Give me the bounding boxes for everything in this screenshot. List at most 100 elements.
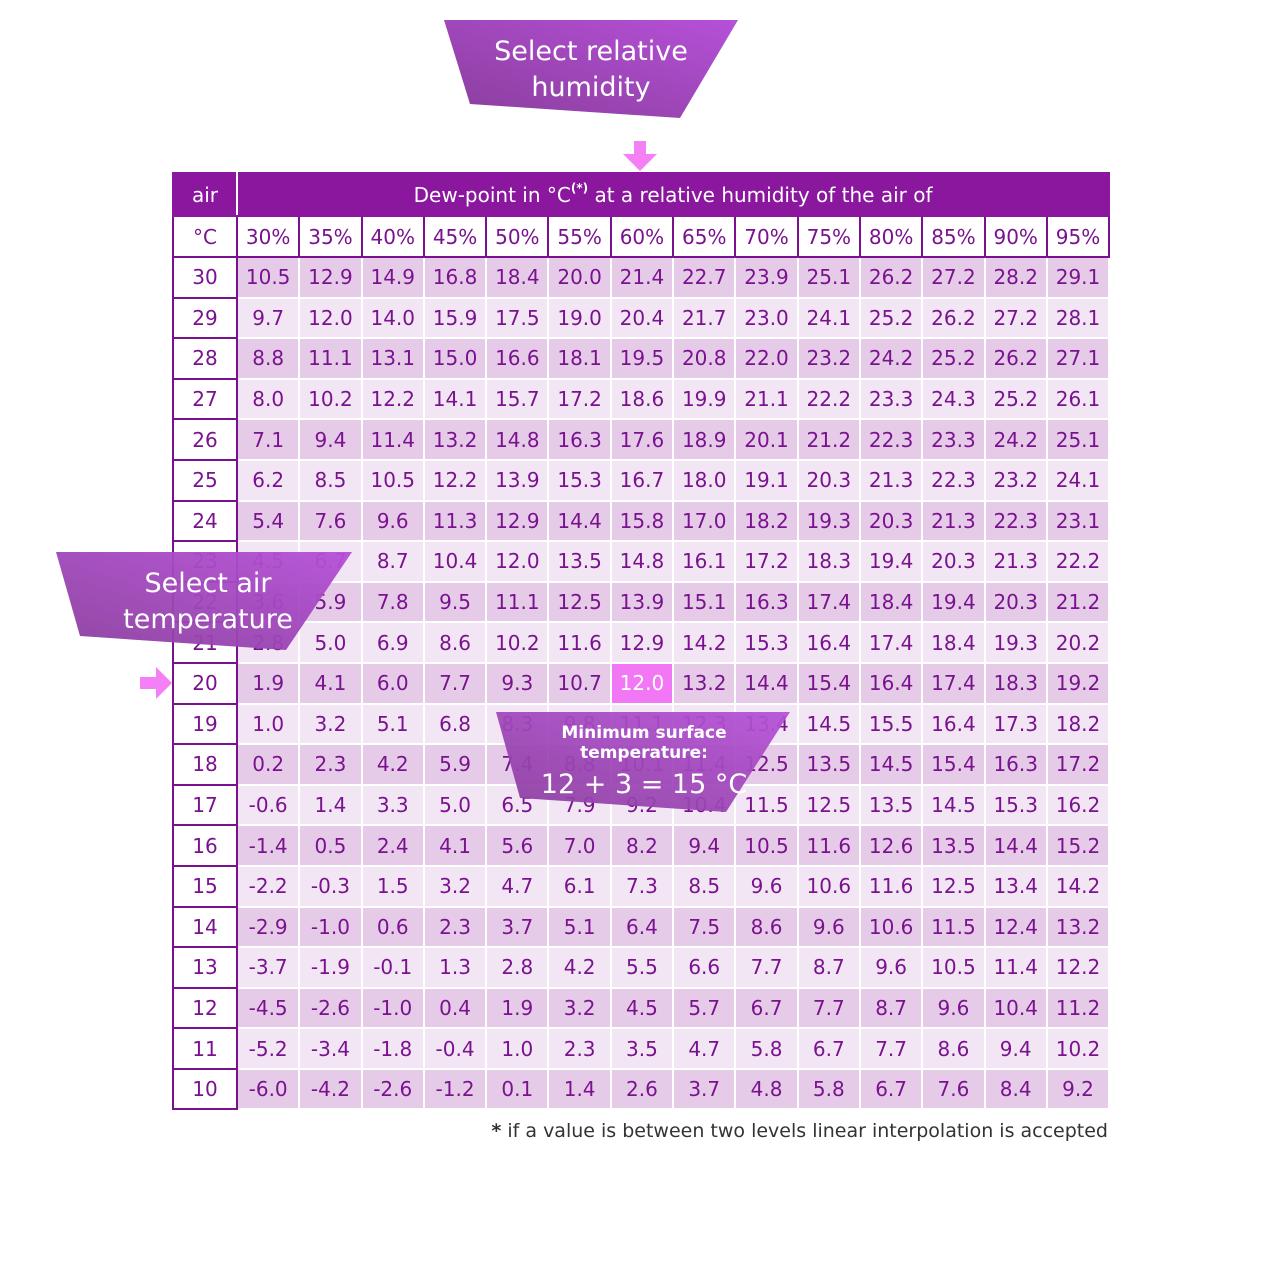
dew-point-cell: 7.7 (422, 661, 488, 705)
dew-point-cell: 15.8 (609, 499, 675, 543)
dew-point-cell: 26.1 (1045, 377, 1111, 421)
air-temperature-11: 11 (172, 1027, 238, 1070)
dew-point-cell: 11.1 (485, 580, 550, 624)
dew-point-cell: 23.3 (921, 418, 986, 461)
dew-point-cell: 12.6 (858, 824, 924, 867)
humidity-header-65: 65% (672, 215, 737, 258)
dew-point-cell: 20.2 (1045, 621, 1111, 664)
dew-point-cell: 16.3 (734, 580, 799, 624)
dew-point-cell: 7.8 (360, 580, 425, 624)
dew-point-cell: 20.1 (734, 418, 799, 461)
dew-point-cell: 13.1 (360, 337, 425, 380)
dew-point-cell: 15.5 (858, 702, 924, 746)
dew-point-cell: 26.2 (983, 337, 1048, 380)
dew-point-cell: 8.7 (858, 986, 924, 1030)
dew-point-cell: 10.4 (422, 540, 488, 583)
dew-point-cell: 9.6 (360, 499, 425, 543)
dew-point-cell: 8.0 (235, 377, 301, 421)
air-temperature-20: 20 (172, 661, 238, 705)
dew-point-cell: 6.7 (734, 986, 799, 1030)
dew-point-cell: 1.9 (485, 986, 550, 1030)
dew-point-cell: 13.2 (1045, 905, 1111, 949)
dew-point-cell: 4.8 (734, 1067, 799, 1111)
dew-point-cell: 29.1 (1045, 256, 1111, 299)
dew-point-cell: 3.2 (547, 986, 612, 1030)
dew-point-cell: 12.2 (1045, 946, 1111, 989)
dew-point-cell: 13.5 (796, 743, 861, 786)
table-row-19: 191.03.25.16.88.39.811.112.313.414.515.5… (172, 702, 1111, 746)
dew-point-cell: 16.8 (422, 256, 488, 299)
dew-point-cell: 11.3 (422, 499, 488, 543)
dew-point-cell: 14.2 (672, 621, 737, 664)
air-temperature-12: 12 (172, 986, 238, 1030)
table-title-after: at a relative humidity of the air of (588, 182, 933, 207)
dew-point-cell: -5.2 (235, 1027, 301, 1070)
dew-point-cell: 16.2 (1045, 783, 1111, 827)
dew-point-cell: 6.7 (858, 1067, 924, 1111)
dew-point-cell: 15.3 (983, 783, 1048, 827)
dew-point-cell: 18.2 (1045, 702, 1111, 746)
dew-point-cell: 21.1 (734, 377, 799, 421)
dew-point-cell: 14.5 (921, 783, 986, 827)
dew-point-cell: 10.2 (1045, 1027, 1111, 1070)
dew-point-cell: 14.5 (858, 743, 924, 786)
humidity-header-40: 40% (360, 215, 425, 258)
dew-point-cell: -6.0 (235, 1067, 301, 1111)
dew-point-cell: 0.1 (485, 1067, 550, 1111)
arrow-right-icon (140, 667, 172, 699)
dew-point-cell: 23.0 (734, 296, 799, 340)
humidity-header-85: 85% (921, 215, 986, 258)
dew-point-cell: 14.4 (734, 661, 799, 705)
dew-point-cell: 6.8 (422, 702, 488, 746)
dew-point-cell: 13.5 (921, 824, 986, 867)
dew-point-cell: 15.1 (672, 580, 737, 624)
dew-point-cell: -4.2 (298, 1067, 363, 1111)
dew-point-cell: -0.3 (298, 864, 363, 908)
dew-point-cell: 21.3 (983, 540, 1048, 583)
dew-point-cell: 11.6 (796, 824, 861, 867)
dew-point-cell: 12.2 (360, 377, 425, 421)
air-temperature-25: 25 (172, 458, 238, 502)
dew-point-cell: 9.6 (734, 864, 799, 908)
dew-point-cell: 24.2 (983, 418, 1048, 461)
dew-point-cell: 6.4 (609, 905, 675, 949)
dew-point-cell: 18.4 (858, 580, 924, 624)
dew-point-cell: 20.0 (547, 256, 612, 299)
dew-point-cell: 18.4 (921, 621, 986, 664)
dew-point-cell: 10.5 (360, 458, 425, 502)
dew-point-cell: 5.5 (609, 946, 675, 989)
dew-point-cell: 11.6 (858, 864, 924, 908)
dew-point-cell: 22.3 (858, 418, 924, 461)
air-temperature-19: 19 (172, 702, 238, 746)
dew-point-cell: 17.4 (858, 621, 924, 664)
air-temperature-24: 24 (172, 499, 238, 543)
dew-point-cell: 16.3 (983, 743, 1048, 786)
dew-point-cell: 18.9 (672, 418, 737, 461)
dew-point-cell: 20.8 (672, 337, 737, 380)
dew-point-cell: 19.4 (921, 580, 986, 624)
dew-point-cell: 22.3 (983, 499, 1048, 543)
dew-point-cell: 4.2 (547, 946, 612, 989)
dew-point-cell: 12.9 (609, 621, 675, 664)
dew-point-cell: 12.9 (485, 499, 550, 543)
dew-point-cell: 15.4 (796, 661, 861, 705)
dew-point-cell: 21.7 (672, 296, 737, 340)
dew-point-cell: 16.7 (609, 458, 675, 502)
dew-point-cell: 9.4 (672, 824, 737, 867)
dew-point-cell: 18.6 (609, 377, 675, 421)
dew-point-cell: 23.1 (1045, 499, 1111, 543)
dew-point-cell: 12.0 (485, 540, 550, 583)
dew-point-cell: 4.7 (672, 1027, 737, 1070)
dew-point-cell: 2.6 (609, 1067, 675, 1111)
dew-point-cell: 28.2 (983, 256, 1048, 299)
dew-point-cell: -1.9 (298, 946, 363, 989)
dew-point-cell: 11.2 (1045, 986, 1111, 1030)
dew-point-cell: 18.2 (734, 499, 799, 543)
air-temperature-13: 13 (172, 946, 238, 989)
result-banner-shape (496, 712, 790, 812)
humidity-header-45: 45% (422, 215, 488, 258)
dew-point-cell: -1.0 (360, 986, 425, 1030)
